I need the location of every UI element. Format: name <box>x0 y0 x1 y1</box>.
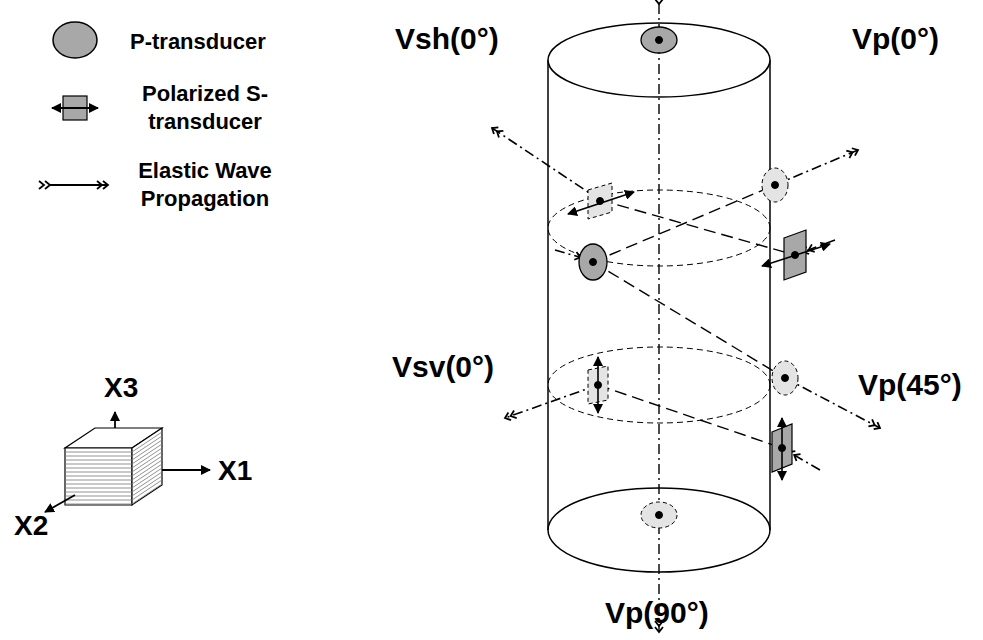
velocity-label: Vp(90°) <box>605 596 709 631</box>
legend-text: Elastic Wave Propagation <box>125 157 285 213</box>
axis-label: X1 <box>218 455 252 487</box>
transducers <box>579 27 806 528</box>
legend-text: Polarized S-transducer <box>125 80 285 136</box>
legend-samples <box>50 22 108 185</box>
axes <box>45 412 210 512</box>
velocity-label: Vp(45°) <box>858 368 962 403</box>
propagation-arrows <box>492 128 880 470</box>
axial-path <box>658 4 659 632</box>
velocity-label: Vp(0°) <box>852 22 939 57</box>
polarization-arrows <box>568 192 830 480</box>
velocity-label: Vsv(0°) <box>392 350 494 385</box>
axis-label: X2 <box>14 510 48 542</box>
ray-paths <box>593 185 795 448</box>
axis-label: X3 <box>104 372 138 404</box>
velocity-label: Vsh(0°) <box>395 22 499 57</box>
legend-text: P-transducer <box>130 28 266 56</box>
layered-block <box>65 428 162 505</box>
